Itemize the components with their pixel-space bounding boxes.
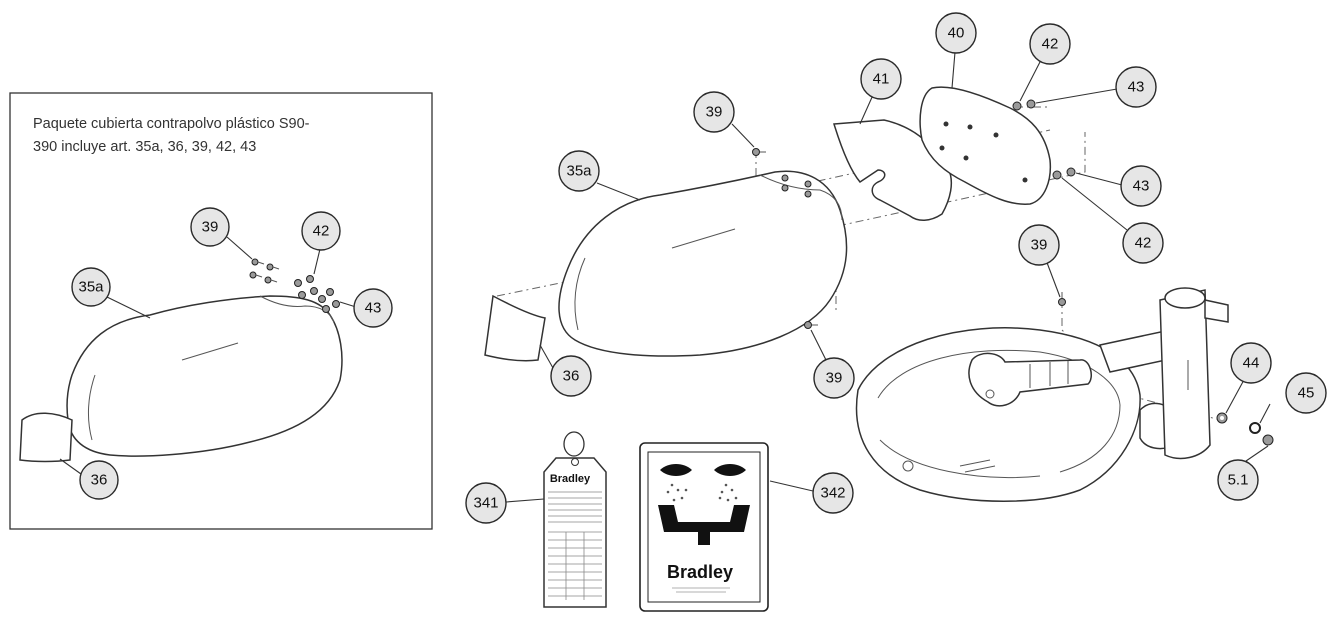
callout-35a: 35a <box>558 150 600 192</box>
inset-caption-line1: Paquete cubierta contrapolvo plástico S9… <box>33 116 310 132</box>
screw-39-right <box>1058 292 1066 306</box>
svg-text:44: 44 <box>1243 355 1260 372</box>
svg-text:40: 40 <box>948 25 965 42</box>
inset-screws <box>249 258 280 284</box>
sign-brand: Bradley <box>667 562 733 582</box>
svg-text:41: 41 <box>873 71 890 88</box>
svg-text:35a: 35a <box>78 279 104 296</box>
callout-inset-39: 39 <box>190 207 230 247</box>
callout-inset-43: 43 <box>353 288 393 328</box>
callout-45: 45 <box>1285 372 1327 414</box>
callout-39-bottom: 39 <box>813 357 855 399</box>
callout-inset-42: 42 <box>301 211 341 251</box>
callout-inset-35a: 35a <box>71 267 111 307</box>
callout-342: 342 <box>812 472 854 514</box>
svg-text:39: 39 <box>826 370 843 387</box>
callout-44: 44 <box>1230 342 1272 384</box>
callout-40: 40 <box>935 12 977 54</box>
svg-text:36: 36 <box>563 368 580 385</box>
svg-text:42: 42 <box>313 223 330 240</box>
svg-text:43: 43 <box>365 300 382 317</box>
callout-39-right: 39 <box>1018 224 1060 266</box>
svg-text:342: 342 <box>820 485 845 502</box>
wall-bracket <box>1159 289 1211 460</box>
inset-dust-cover <box>66 295 343 457</box>
part-45-washer <box>1249 422 1261 434</box>
main-exploded-view: Bradley <box>465 12 1327 612</box>
screw-39-bottom <box>804 321 818 329</box>
svg-text:42: 42 <box>1042 36 1059 53</box>
tag-brand: Bradley <box>550 473 591 485</box>
callout-41: 41 <box>860 58 902 100</box>
svg-text:42: 42 <box>1135 235 1152 252</box>
svg-text:35a: 35a <box>566 163 592 180</box>
svg-text:5.1: 5.1 <box>1228 472 1249 489</box>
svg-text:39: 39 <box>706 104 723 121</box>
mounting-plate <box>919 86 1052 205</box>
eyewash-bowl <box>855 327 1141 502</box>
eyewash-sign: Bradley <box>639 442 769 612</box>
callout-36: 36 <box>550 355 592 397</box>
callout-42-mid: 42 <box>1122 222 1164 264</box>
part-51-nut <box>1262 434 1274 446</box>
svg-text:36: 36 <box>91 472 108 489</box>
inset-washers-nuts <box>294 275 340 313</box>
svg-text:39: 39 <box>202 219 219 236</box>
washer-nut-top <box>1012 99 1036 111</box>
svg-text:43: 43 <box>1133 178 1150 195</box>
svg-text:341: 341 <box>473 495 498 512</box>
callout-42-top: 42 <box>1029 23 1071 65</box>
inset-caption-line2: 390 incluye art. 35a, 36, 39, 42, 43 <box>33 139 256 155</box>
inset-flap <box>19 412 73 463</box>
callout-43-mid: 43 <box>1120 165 1162 207</box>
inspection-tag: Bradley <box>543 431 607 608</box>
svg-text:39: 39 <box>1031 237 1048 254</box>
washer-nut-mid <box>1052 167 1076 180</box>
flap <box>484 294 546 362</box>
part-44-fitting <box>1216 412 1228 424</box>
callout-39-top: 39 <box>693 91 735 133</box>
callout-341: 341 <box>465 482 507 524</box>
svg-text:45: 45 <box>1298 385 1315 402</box>
screw-39-top <box>752 148 766 156</box>
callout-43-top: 43 <box>1115 66 1157 108</box>
svg-text:43: 43 <box>1128 79 1145 96</box>
inset-kit-panel: Paquete cubierta contrapolvo plástico S9… <box>9 92 433 530</box>
callout-inset-36: 36 <box>79 460 119 500</box>
callout-5-1: 5.1 <box>1217 459 1259 501</box>
dust-cover <box>558 170 848 357</box>
bracket-flange <box>1204 299 1229 323</box>
